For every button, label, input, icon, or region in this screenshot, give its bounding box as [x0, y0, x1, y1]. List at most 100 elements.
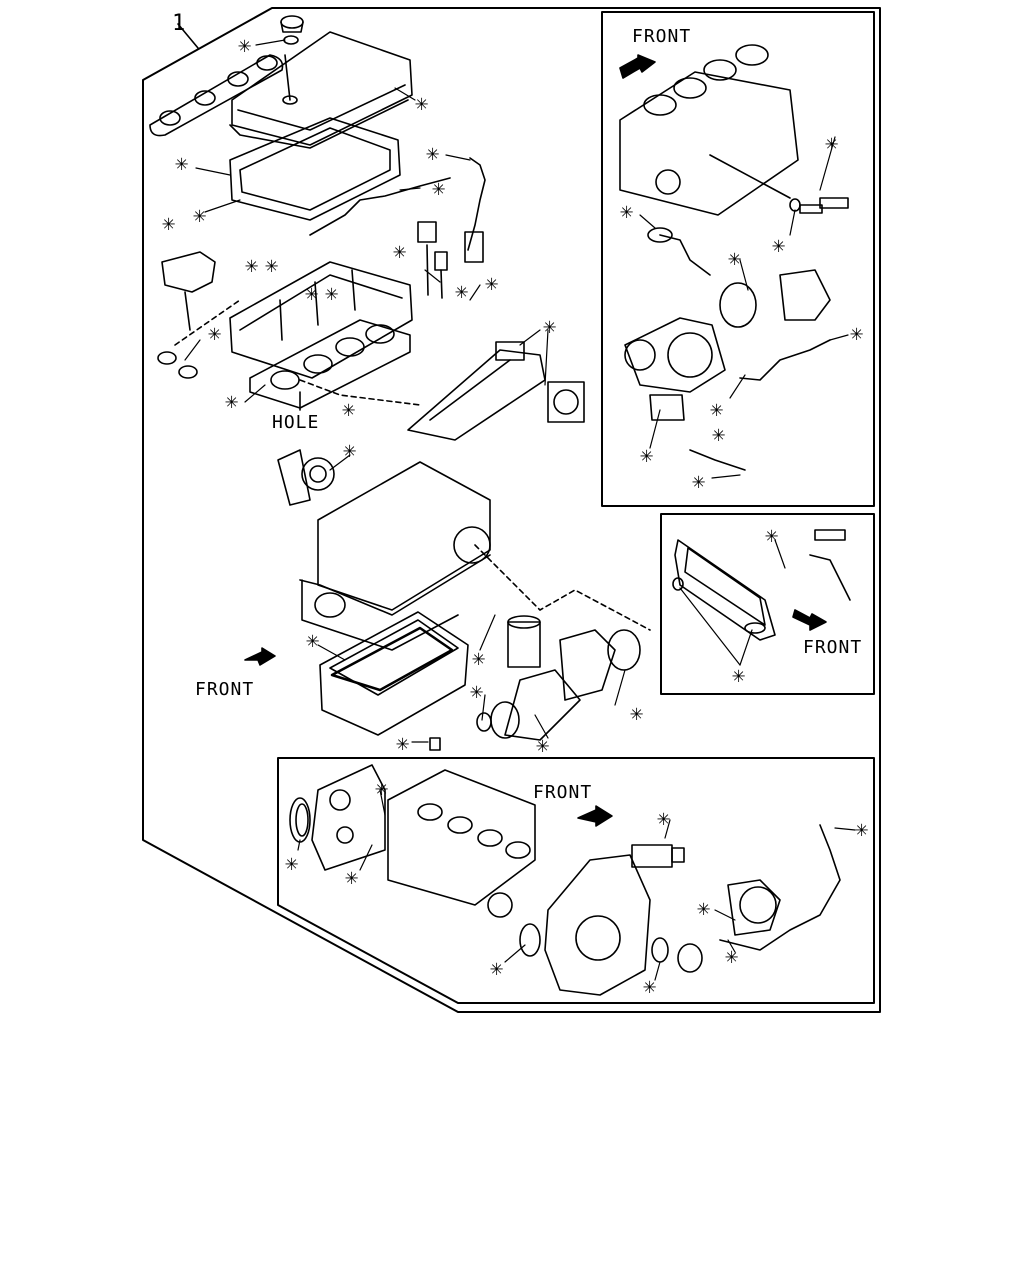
breather-pipe — [309, 177, 451, 236]
leader-lines — [184, 39, 856, 981]
marker: ✳ — [342, 397, 355, 422]
marker: ✳ — [697, 896, 710, 921]
turbo-washer — [789, 198, 801, 212]
marker: ✳ — [285, 851, 298, 876]
cover-pipe — [809, 554, 851, 601]
egr-valve — [157, 251, 216, 379]
turbo-inset-frame — [601, 11, 875, 507]
head-gasket — [249, 319, 411, 409]
front-label-turbo: FRONT — [632, 26, 691, 47]
marker: ✳ — [825, 131, 838, 156]
marker: ✳ — [620, 199, 633, 224]
pump-o-ring — [651, 937, 669, 963]
marker: ✳ — [643, 974, 656, 999]
marker: ✳ — [855, 817, 868, 842]
turbo-oil-pipe — [659, 234, 746, 471]
front-arrow-turbo — [619, 54, 656, 79]
marker: ✳ — [306, 628, 319, 653]
cover-seal — [744, 622, 766, 634]
cylinder-head-cover — [229, 31, 413, 149]
intake-manifold-gasket — [149, 54, 284, 137]
idler-plug — [631, 844, 685, 868]
marker: ✳ — [728, 246, 741, 271]
marker: ✳ — [692, 469, 705, 494]
oil-filter — [507, 615, 541, 668]
pump-cover — [677, 943, 703, 973]
marker: ✳ — [415, 91, 428, 116]
cylinder-head — [229, 261, 413, 379]
marker: ✳ — [485, 271, 498, 296]
marker: ✳ — [630, 701, 643, 726]
reference-lines — [174, 299, 651, 631]
injector-set — [417, 221, 484, 299]
marker: ✳ — [426, 141, 439, 166]
marker: ✳ — [455, 279, 468, 304]
front-arrow-cover — [792, 609, 827, 631]
oil-pan — [319, 611, 469, 736]
marker: ✳ — [657, 806, 670, 831]
gasket-markers: ✳ ✳ ✳ ✳ ✳ ✳ ✳ ✳ ✳ ✳ ✳ ✳ ✳ ✳ ✳ ✳ ✳ ✳ ✳ ✳ … — [162, 33, 868, 999]
marker: ✳ — [732, 663, 745, 688]
part-number: 1 — [172, 11, 185, 36]
marker: ✳ — [640, 443, 653, 468]
front-label-main: FRONT — [195, 679, 254, 700]
hole-label: HOLE — [272, 412, 319, 433]
throttle-body — [547, 381, 585, 423]
turbo-sensor-wire — [739, 339, 831, 381]
rear-cylinder-block — [387, 769, 536, 918]
marker: ✳ — [396, 731, 409, 756]
water-pump — [277, 449, 335, 506]
cover-bolt — [814, 529, 846, 541]
drain-plug — [429, 737, 441, 751]
marker: ✳ — [305, 281, 318, 306]
marker: ✳ — [345, 865, 358, 890]
head-cover-gasket — [229, 117, 401, 221]
flywheel-housing — [544, 854, 651, 996]
marker: ✳ — [472, 646, 485, 671]
rear-oil-seal — [519, 923, 541, 957]
marker: ✳ — [432, 176, 445, 201]
marker: ✳ — [208, 321, 221, 346]
marker: ✳ — [490, 956, 503, 981]
marker: ✳ — [850, 321, 863, 346]
turbo-gasket — [647, 227, 757, 421]
marker: ✳ — [325, 281, 338, 306]
cover-inset-frame — [660, 513, 875, 695]
turbo-bolt — [799, 197, 849, 214]
marker: ✳ — [536, 733, 549, 758]
marker: ✳ — [225, 389, 238, 414]
front-cover — [311, 764, 386, 871]
marker: ✳ — [470, 679, 483, 704]
vacuum-pump — [727, 879, 781, 936]
air-compressor — [476, 629, 641, 741]
rear-inset-frame — [277, 757, 875, 1004]
marker: ✳ — [162, 211, 175, 236]
marker: ✳ — [265, 253, 278, 278]
marker: ✳ — [725, 944, 738, 969]
exhaust-elbow — [779, 269, 831, 321]
marker: ✳ — [238, 33, 251, 58]
marker: ✳ — [343, 438, 356, 463]
side-cover — [674, 539, 776, 641]
marker: ✳ — [712, 422, 725, 447]
turbocharger — [624, 317, 726, 393]
marker: ✳ — [772, 233, 785, 258]
marker: ✳ — [245, 253, 258, 278]
marker: ✳ — [175, 151, 188, 176]
cylinder-block — [299, 461, 491, 651]
front-arrow-rear — [577, 805, 613, 827]
marker: ✳ — [710, 397, 723, 422]
marker: ✳ — [543, 314, 556, 339]
front-oil-seal — [289, 797, 311, 843]
turbo-block — [619, 44, 799, 216]
cover-o-ring — [672, 577, 684, 591]
front-label-cover: FRONT — [803, 637, 862, 658]
marker: ✳ — [765, 523, 778, 548]
front-label-rear: FRONT — [533, 782, 592, 803]
vacuum-hose — [719, 824, 841, 951]
marker: ✳ — [193, 203, 206, 228]
kit-outline — [142, 7, 881, 1013]
exhaust-manifold — [407, 341, 546, 441]
marker: ✳ — [375, 776, 388, 801]
